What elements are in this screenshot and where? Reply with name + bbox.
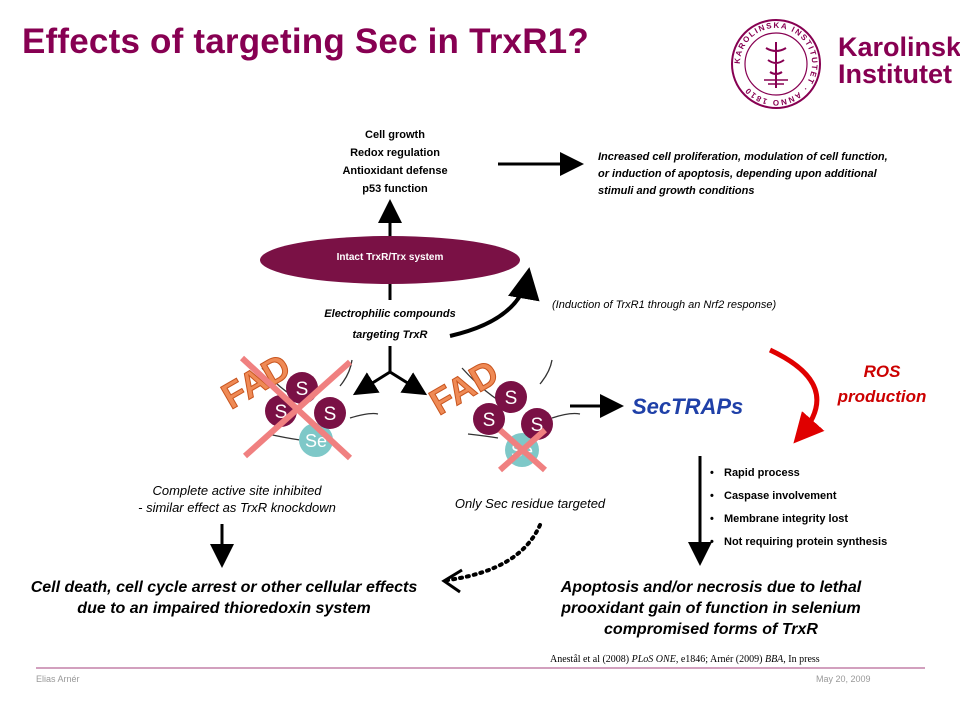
sulfur-label: S	[324, 404, 337, 425]
ros-arrow	[768, 347, 825, 444]
function-item: Antioxidant defense	[342, 165, 448, 177]
nrf2-note: (Induction of TrxR1 through an Nrf2 resp…	[552, 299, 777, 311]
footer-date: May 20, 2009	[816, 674, 871, 684]
right-outcome: Apoptosis and/or necrosis due to lethal …	[560, 579, 862, 638]
ros-label: production	[837, 387, 927, 406]
electrophilic-compounds-label: Electrophilic compounds targeting TrxR	[324, 308, 456, 341]
dotted-arrow	[446, 523, 542, 582]
sulfur-right-2	[473, 403, 505, 435]
citation: Anestål et al (2008) PLoS ONE, e1846; Ar…	[550, 654, 820, 665]
trxr-system-oval	[260, 236, 520, 284]
function-item: Cell growth	[365, 129, 425, 141]
sulfur-label: S	[296, 379, 309, 400]
function-item: p53 function	[362, 183, 428, 195]
proliferation-outcome: Increased cell proliferation, modulation…	[598, 151, 888, 197]
list-item: •Membrane integrity lost	[710, 513, 849, 525]
right-trxr-active-site: S S S Se FAD	[422, 351, 581, 473]
inhibition-cross	[242, 359, 353, 459]
sec-label: Se	[305, 431, 327, 451]
arrow-split-right	[389, 370, 428, 396]
footer-author: Elias Arnér	[36, 674, 80, 684]
nrf2-induction-arrow	[449, 267, 540, 338]
sectraps-label: SecTRAPs	[632, 394, 743, 419]
list-item: •Not requiring protein synthesis	[710, 536, 888, 548]
list-item: •Caspase involvement	[710, 490, 837, 502]
sulfur-left-3	[314, 397, 346, 429]
left-caption: Complete active site inhibited - similar…	[138, 483, 336, 515]
ros-label: ROS	[864, 362, 902, 381]
left-trxr-active-site: S S S Se FAD	[214, 345, 379, 461]
sectraps-features-list: •Rapid process •Caspase involvement •Mem…	[710, 462, 930, 554]
arrow-split-left	[352, 370, 391, 396]
sulfur-label: S	[505, 388, 518, 409]
right-caption: Only Sec residue targeted	[454, 496, 606, 511]
sulfur-right-1	[495, 381, 527, 413]
sec-cross	[498, 427, 547, 473]
logo-text: Karolinska Institutet	[838, 32, 960, 89]
institution-seal: KAROLINSKA INSTITUTET · ANNO 1810	[728, 14, 838, 114]
list-item: •Rapid process	[710, 467, 800, 479]
function-item: Redox regulation	[350, 147, 440, 159]
trxr-functions-list: Cell growth Redox regulation Antioxidant…	[300, 126, 490, 198]
page-title: Effects of targeting Sec in TrxR1?	[22, 22, 589, 61]
sulfur-label: S	[483, 410, 496, 431]
left-outcome: Cell death, cell cycle arrest or other c…	[30, 579, 418, 617]
trxr-system-label: Intact TrxR/Trx system	[336, 252, 444, 263]
